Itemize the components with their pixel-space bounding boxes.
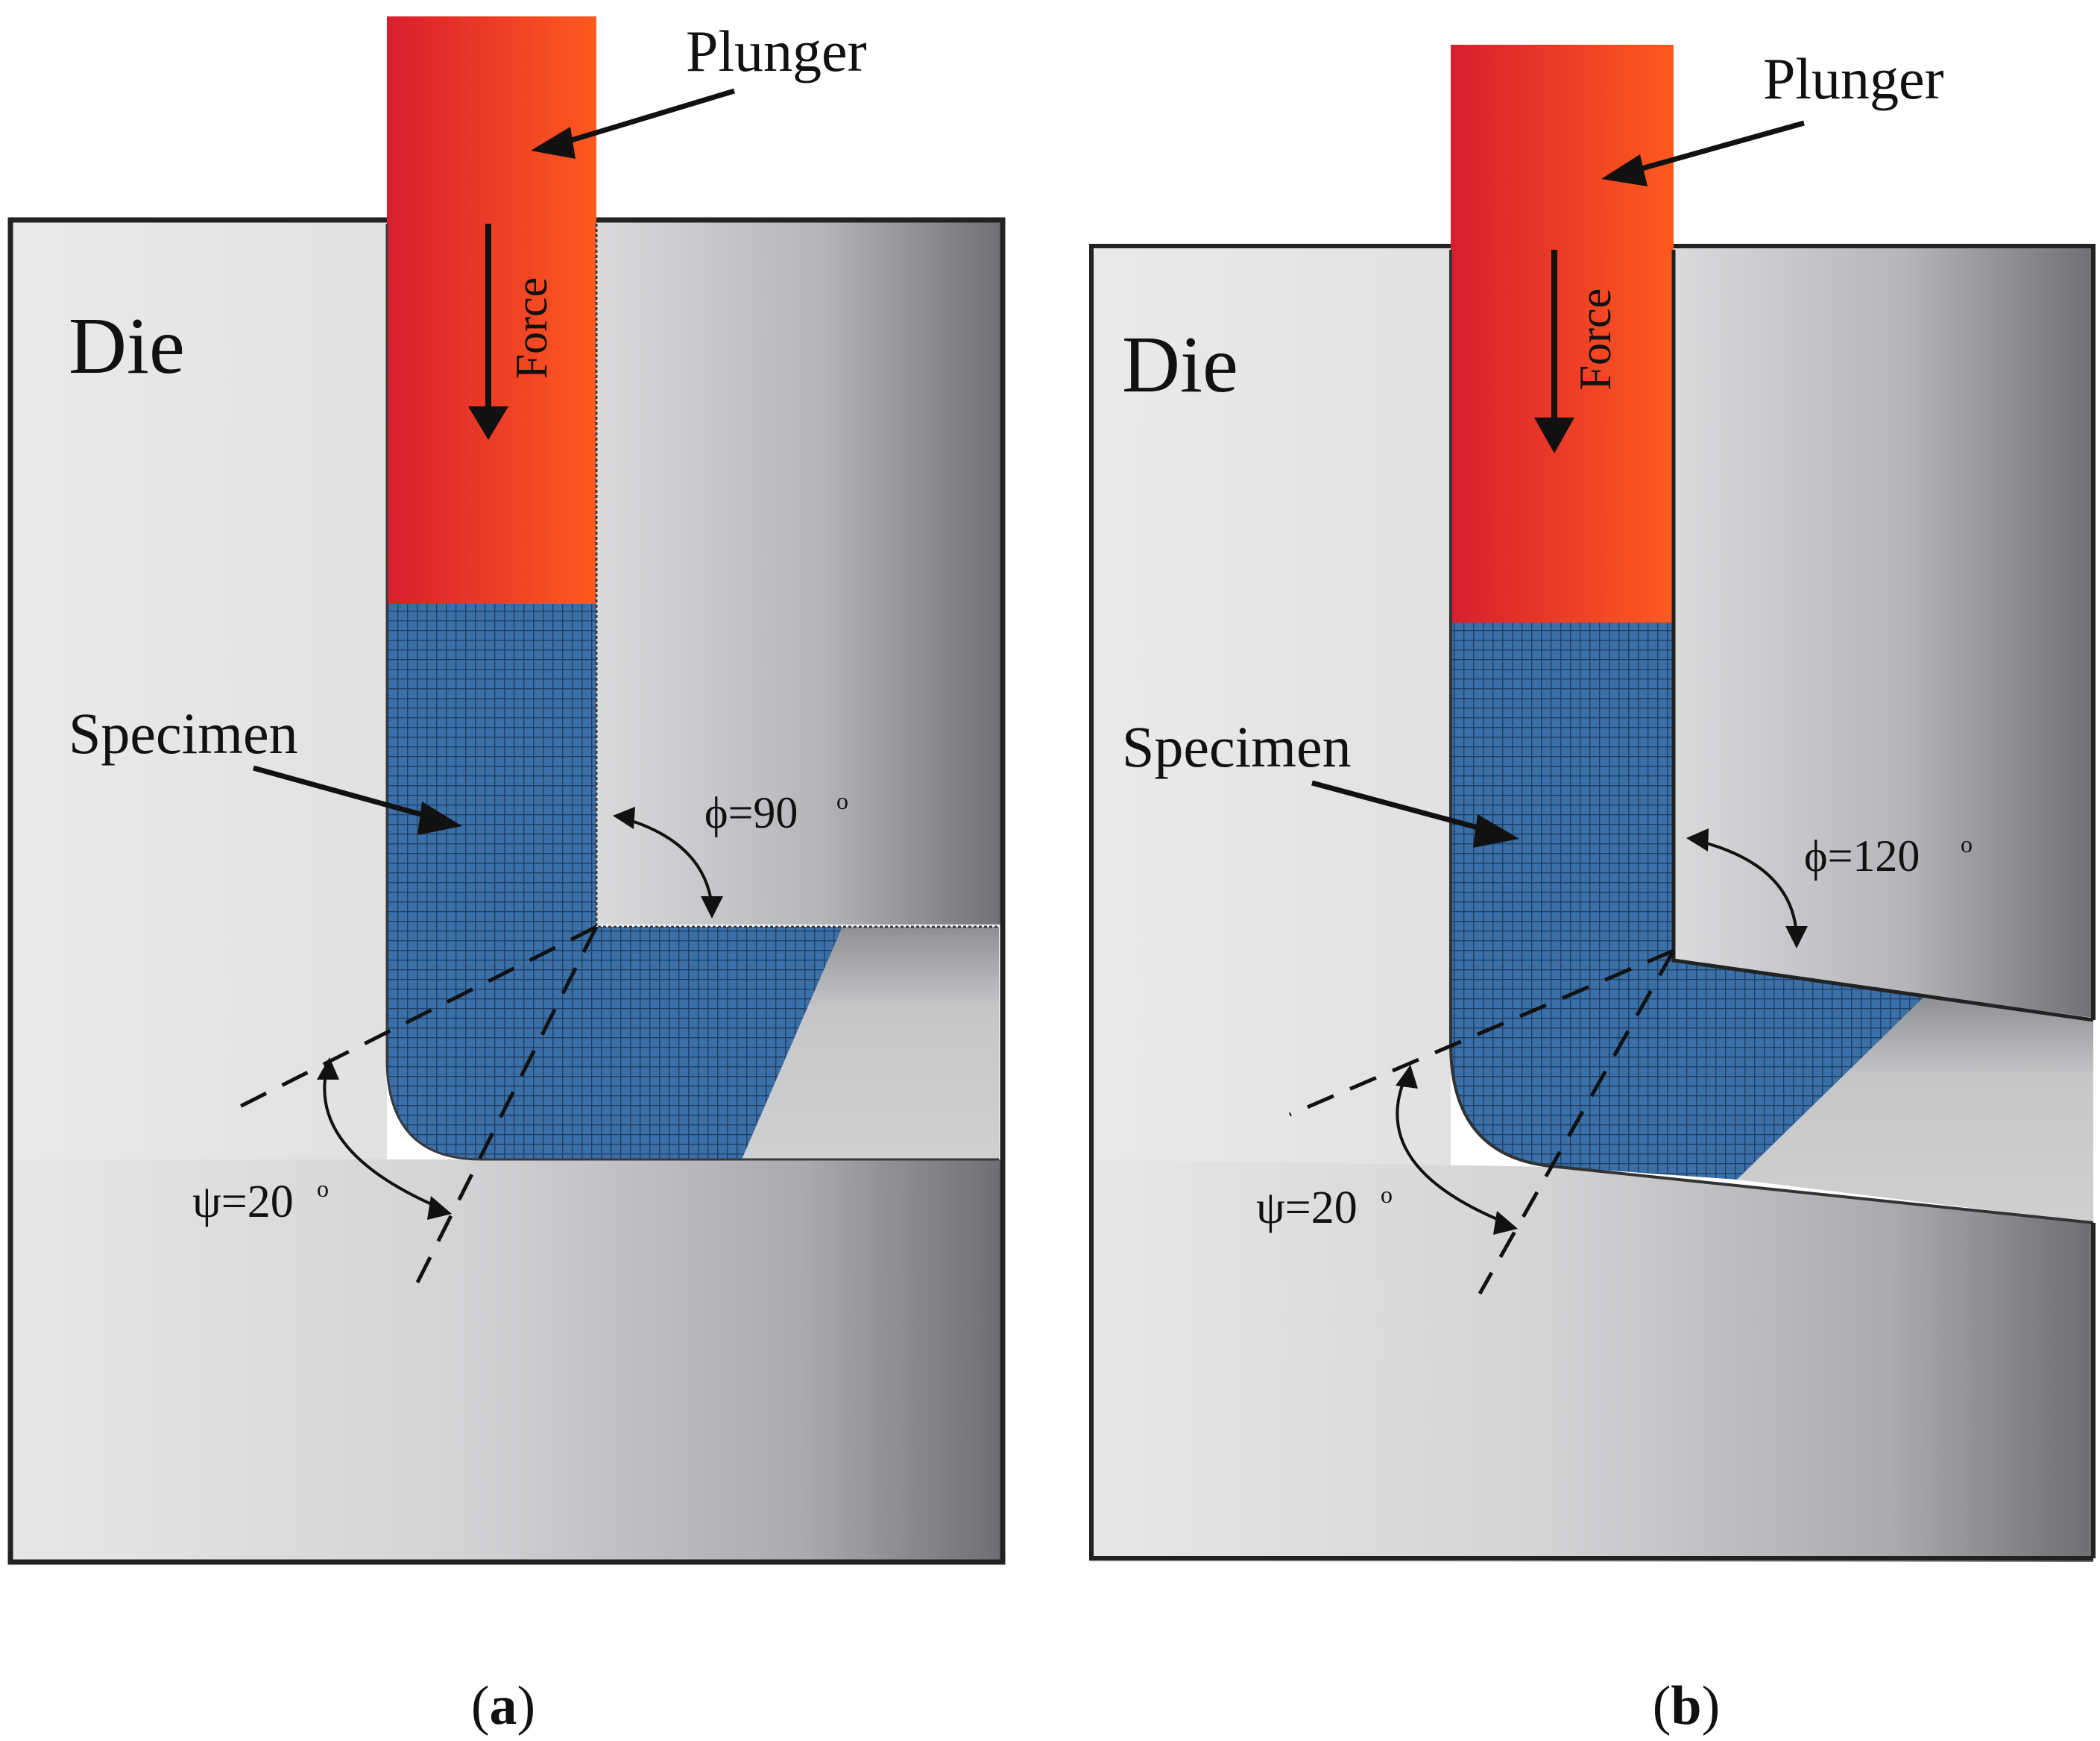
- specimen-mesh: [387, 604, 842, 1159]
- psi-angle-arc: [1396, 1077, 1507, 1224]
- phi-arc-head-bottom: [701, 896, 723, 919]
- force-arrow-head: [1534, 418, 1574, 453]
- force-label: Force: [507, 277, 556, 380]
- psi-label: ψ=20: [192, 1177, 294, 1227]
- force-arrow-head: [468, 406, 508, 440]
- die-right-upper-block: [1674, 246, 2093, 1018]
- psi-arc-head-bottom: [427, 1196, 452, 1220]
- psi-arc-head-top: [317, 1057, 339, 1080]
- specimen-arrow: [1311, 780, 1484, 832]
- phi-angle-arc: [624, 817, 713, 907]
- shear-plane-line-1: [230, 925, 598, 1113]
- specimen-label: Specimen: [1122, 714, 1352, 779]
- phi-degree-mark: o: [836, 787, 848, 814]
- plunger: [1451, 45, 1674, 623]
- shear-plane-line-2: [412, 925, 599, 1291]
- psi-arc-head-bottom: [1493, 1211, 1518, 1235]
- plunger-arrow-head: [531, 127, 576, 159]
- channel-wall: [385, 224, 999, 1161]
- psi-degree-mark: o: [317, 1175, 329, 1202]
- plunger: [387, 16, 596, 604]
- specimen-arrow: [253, 765, 429, 819]
- panel-b: Force Plunger Die Specimen ϕ=120 o ψ=20 …: [1089, 45, 2096, 1737]
- plunger-arrow-head: [1601, 154, 1647, 186]
- caption-a: (a): [471, 1675, 535, 1737]
- phi-label: ϕ=90: [704, 788, 798, 837]
- phi-angle-arc: [1697, 840, 1798, 936]
- die-right-upper-block: [596, 220, 1003, 925]
- psi-degree-mark: o: [1381, 1181, 1393, 1208]
- die-bottom-block: [1091, 1159, 2093, 1562]
- panel-a: Force Plunger Die Specimen ϕ=90 o ψ=20 o…: [7, 16, 1006, 1737]
- die-label: Die: [69, 302, 185, 391]
- phi-arc-head-bottom: [1785, 926, 1808, 948]
- exit-channel: [1737, 998, 2093, 1223]
- caption-b: (b): [1653, 1675, 1720, 1737]
- phi-arc-head-top: [1686, 828, 1709, 851]
- channel-wall: [1449, 250, 2094, 1224]
- shear-plane-line-2: [1478, 949, 1676, 1295]
- force-label: Force: [1571, 289, 1620, 391]
- psi-arc-head-top: [1396, 1065, 1418, 1089]
- die-outline: [1089, 244, 2096, 1561]
- plunger-label: Plunger: [1763, 46, 1944, 111]
- die-label: Die: [1122, 321, 1238, 409]
- psi-label: ψ=20: [1256, 1183, 1358, 1233]
- channel-wall-inner: [1671, 250, 2094, 1022]
- phi-arc-head-top: [613, 807, 635, 829]
- plunger-label: Plunger: [686, 19, 867, 84]
- plunger-arrow: [565, 88, 736, 145]
- die-outline: [7, 217, 1006, 1565]
- shear-plane-line-1: [1289, 948, 1674, 1117]
- channel-wall-inner: [595, 224, 999, 928]
- phi-degree-mark: o: [1961, 831, 1973, 857]
- exit-channel: [738, 927, 999, 1159]
- die-bottom-block: [10, 1159, 1003, 1562]
- psi-angle-arc: [323, 1069, 441, 1209]
- plunger-arrow: [1636, 120, 1805, 173]
- specimen-mesh: [1451, 623, 1923, 1180]
- specimen-arrow-head: [417, 802, 462, 835]
- phi-label: ϕ=120: [1804, 831, 1920, 881]
- specimen-arrow-head: [1473, 814, 1519, 848]
- specimen-label: Specimen: [69, 701, 298, 766]
